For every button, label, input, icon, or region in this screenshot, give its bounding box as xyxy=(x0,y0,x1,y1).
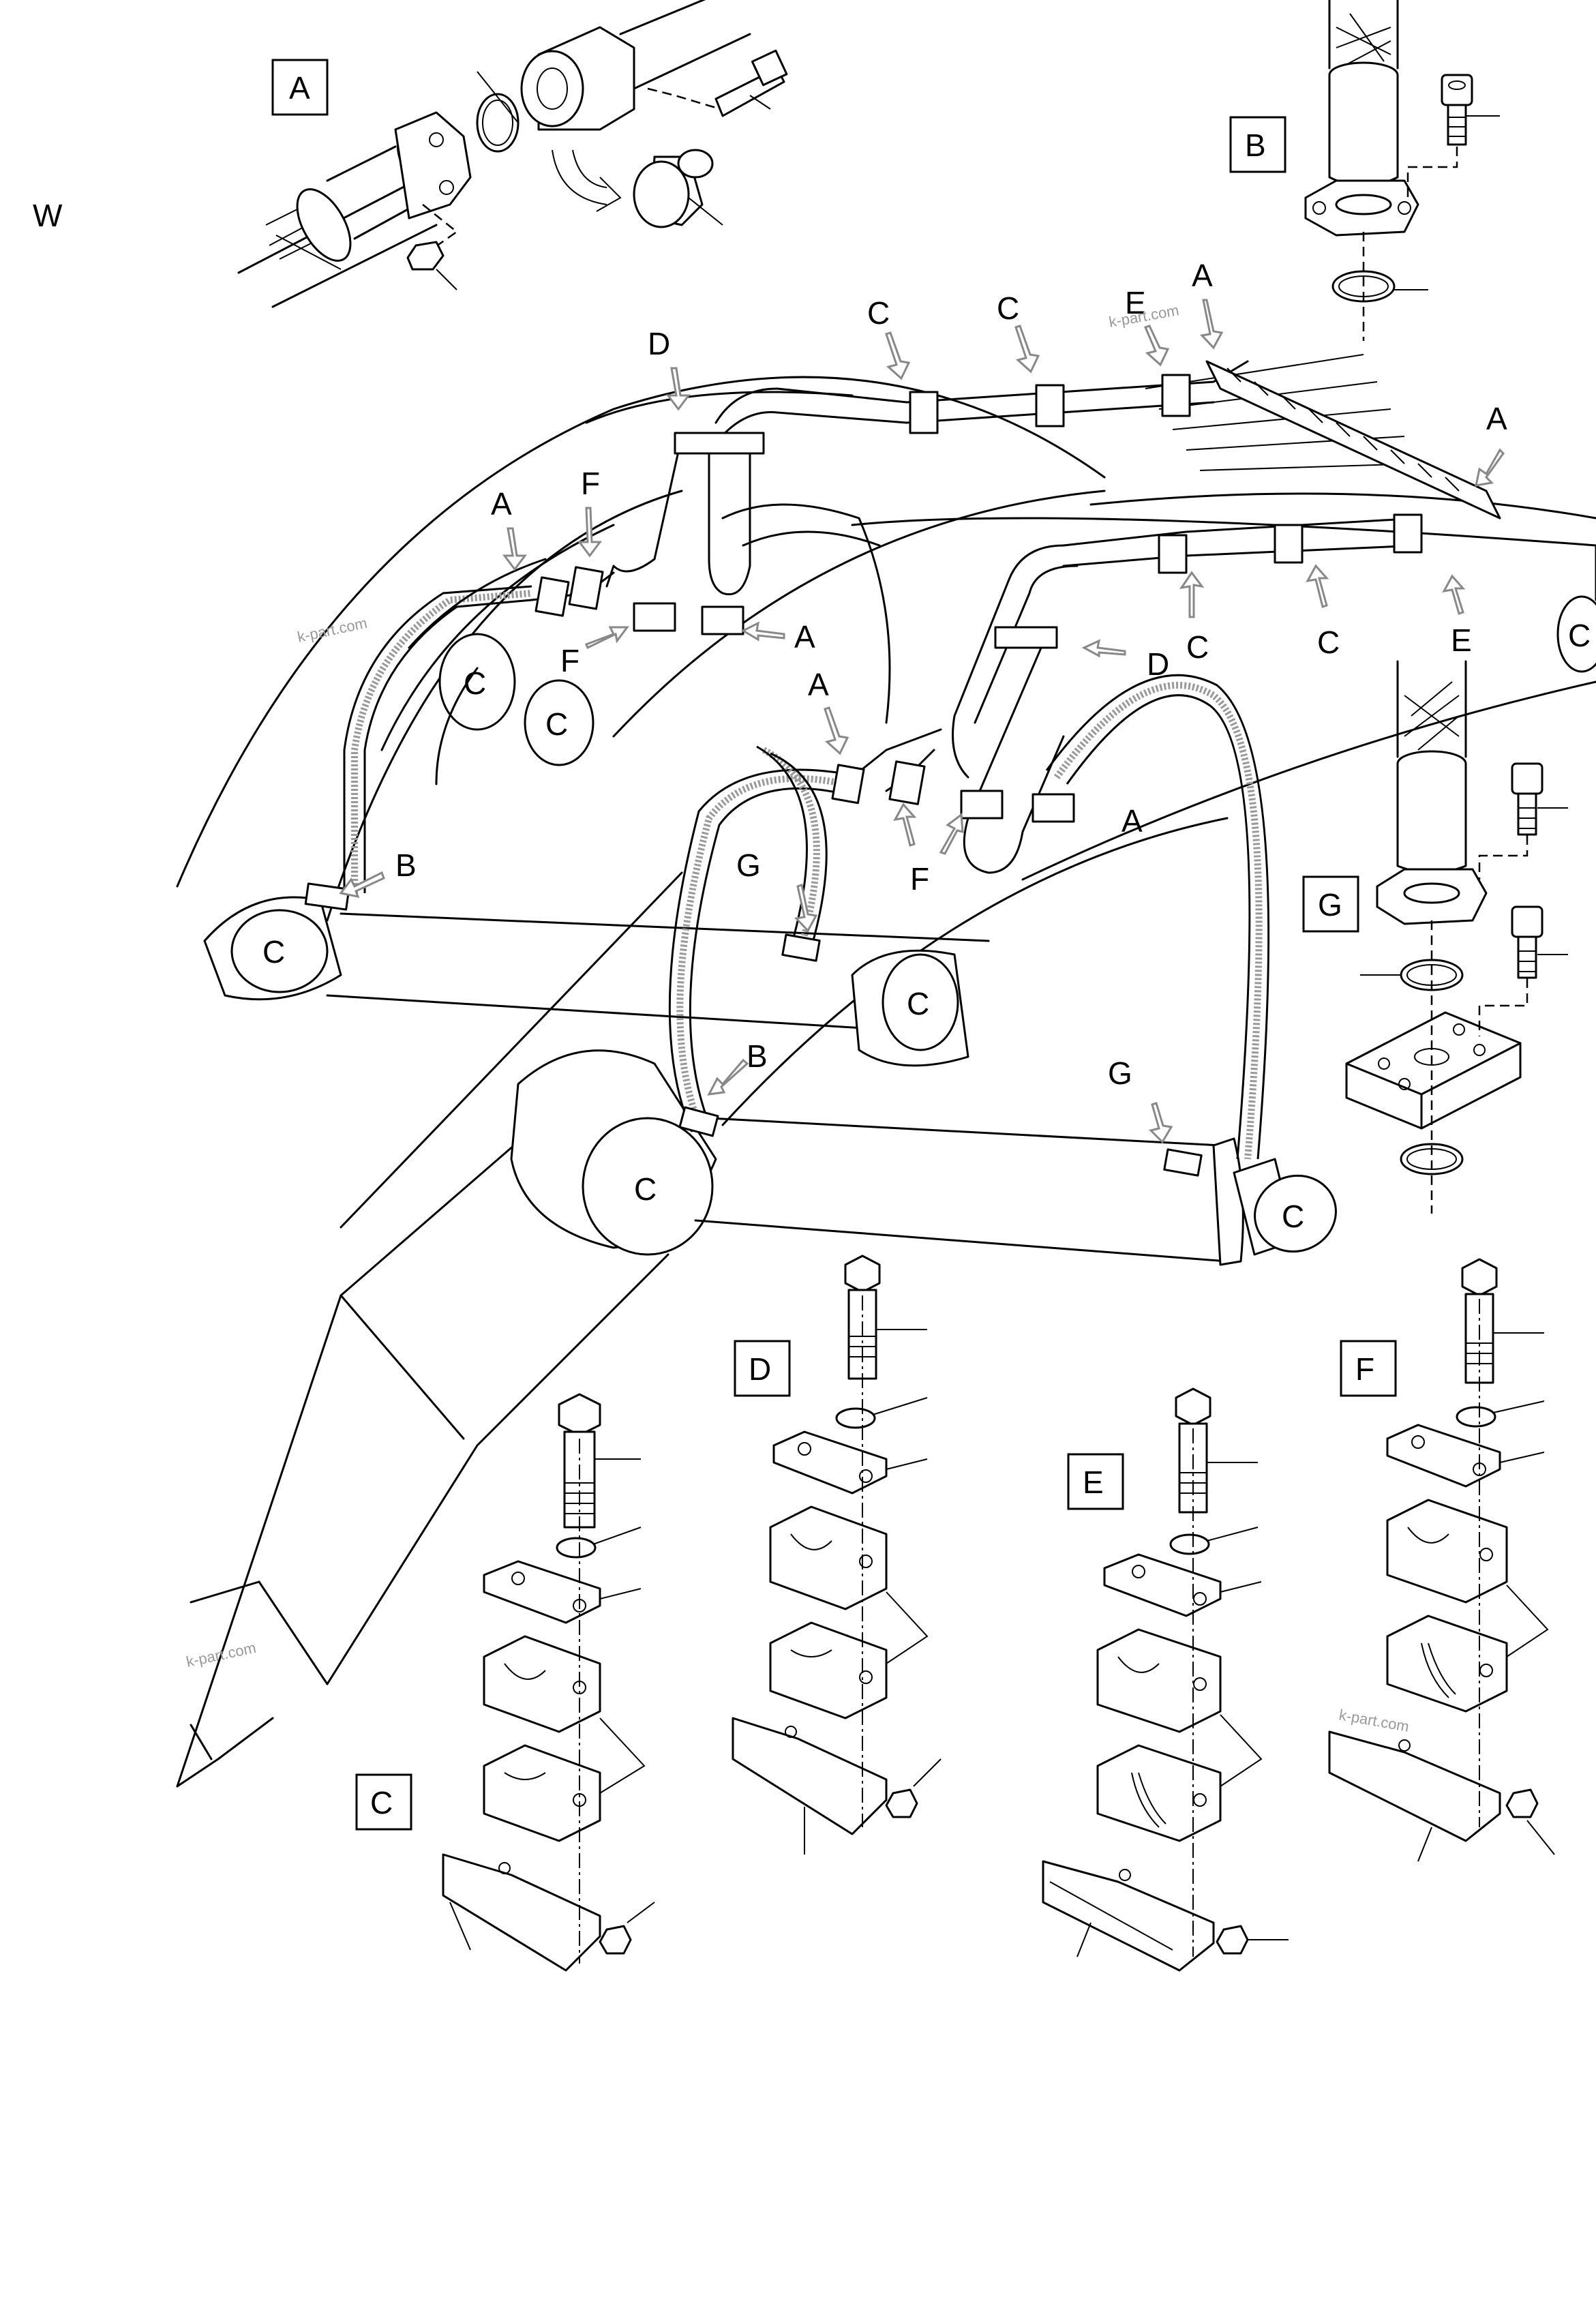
detail-c-label: C xyxy=(370,1785,393,1820)
detail-e-clamp-assembly: E xyxy=(1042,1387,1289,1972)
callout-g-2: G xyxy=(1108,1055,1132,1091)
callout-a-1: A xyxy=(1192,258,1213,293)
callout-c-2: C xyxy=(997,290,1019,326)
detail-g-label: G xyxy=(1318,887,1342,922)
detail-b-label: B xyxy=(1245,127,1266,163)
svg-text:C: C xyxy=(545,706,568,742)
callout-a-4: A xyxy=(794,619,815,655)
detail-f-label: F xyxy=(1355,1351,1374,1387)
svg-text:C: C xyxy=(634,1171,657,1207)
callout-b-2: B xyxy=(747,1038,768,1074)
detail-e-label: E xyxy=(1083,1465,1104,1500)
callout-e-1: E xyxy=(1125,285,1146,320)
callout-f-2: F xyxy=(560,643,579,678)
callout-e-2: E xyxy=(1451,622,1472,658)
callout-a-3: A xyxy=(491,486,512,522)
detail-a-hose-flange: A xyxy=(237,0,788,308)
detail-d-label: D xyxy=(749,1351,771,1387)
callout-a-6: A xyxy=(1121,803,1143,839)
callout-b-1: B xyxy=(395,847,417,883)
detail-f-clamp-assembly: F xyxy=(1328,1258,1555,1862)
svg-text:C: C xyxy=(262,934,285,970)
callout-c-1: C xyxy=(867,295,890,331)
watermark-4: k-part.com xyxy=(1338,1706,1411,1735)
watermark-1: k-part.com xyxy=(296,614,369,646)
hydraulic-lines xyxy=(304,354,1501,1177)
callout-c-3: C xyxy=(1186,629,1209,665)
detail-a-label: A xyxy=(289,70,310,106)
callout-arrows xyxy=(339,299,1505,1144)
callout-d-2: D xyxy=(1147,646,1169,682)
callout-g-1: G xyxy=(736,847,761,883)
detail-c-clamp-assembly: C xyxy=(355,1393,655,1972)
boom-structure: C C C C C C C xyxy=(176,376,1596,1788)
page-marker: W xyxy=(33,198,63,233)
svg-text:C: C xyxy=(1282,1199,1304,1234)
callout-d-1: D xyxy=(648,326,670,361)
callout-f-1: F xyxy=(581,466,600,501)
detail-g-hose-flange-spacer: G xyxy=(1302,660,1568,1214)
callout-c-4: C xyxy=(1317,625,1340,660)
svg-text:C: C xyxy=(907,986,929,1021)
callout-a-2: A xyxy=(1486,401,1507,436)
svg-text:C: C xyxy=(1568,618,1591,653)
callout-labels: A A A A A A B B C C C C D D E E F F F G … xyxy=(395,258,1507,1091)
callout-f-3: F xyxy=(910,861,929,897)
detail-d-clamp-assembly: D xyxy=(732,1255,942,1855)
watermark-3: k-part.com xyxy=(185,1639,258,1670)
callout-a-5: A xyxy=(808,667,829,702)
detail-b-hose-flange: B xyxy=(1229,0,1500,341)
